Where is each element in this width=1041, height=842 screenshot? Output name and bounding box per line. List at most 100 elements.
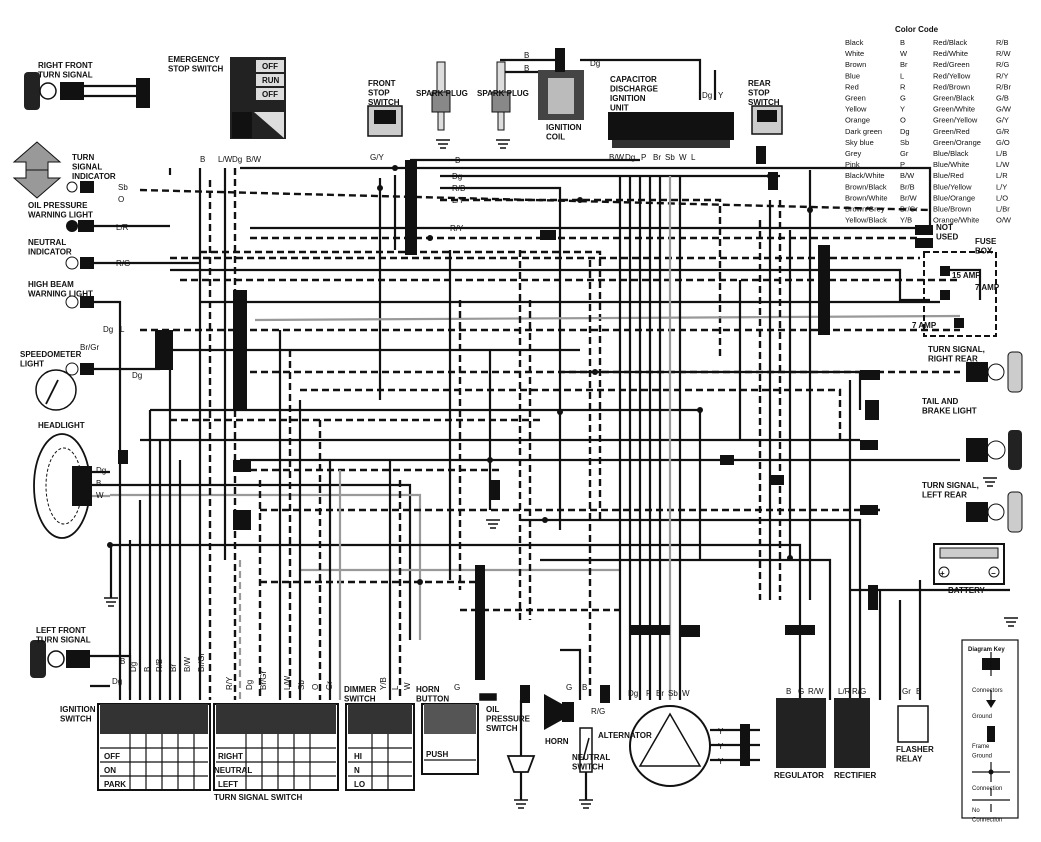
color-code-abbrev: Br/W — [900, 193, 918, 202]
cdi-pin-label: Dg — [625, 153, 635, 162]
color-code-name: Blue/Brown — [933, 205, 971, 214]
neutral-wire-label-rg: R/G — [591, 707, 605, 716]
color-code-abbrev: L/B — [996, 149, 1007, 158]
color-code-abbrev: G/R — [996, 127, 1010, 136]
battery-label: BATTERY — [948, 586, 986, 595]
color-code-abbrev: O/W — [996, 216, 1012, 225]
ground-symbols — [104, 139, 1018, 701]
color-code-abbrev: Br/Gr — [900, 205, 918, 214]
lf-label-b: B — [120, 657, 125, 666]
wire-label-sb: Sb — [118, 183, 128, 192]
alternator-pin-label: Dg — [628, 689, 638, 698]
turn-signal-left-rear-label: TURN SIGNAL,LEFT REAR — [922, 481, 979, 500]
ignition-pin-label: R/B — [155, 659, 164, 672]
ignition-pos-on: ON — [104, 766, 116, 775]
cdi-pin-label: Br — [653, 153, 661, 162]
estop-label-bw: B/W — [246, 155, 262, 164]
color-code-name: Yellow — [845, 105, 867, 114]
wire-label-rg: R/G — [116, 259, 130, 268]
turn-switch-pin-label: Sb — [297, 680, 306, 690]
wire-label-brgr: Br/Gr — [80, 343, 99, 352]
flasher-pin-label: Gr — [902, 687, 911, 696]
color-code-name: Pink — [845, 160, 860, 169]
color-code-name: Brown/White — [845, 193, 888, 202]
color-code-name: Green — [845, 94, 866, 103]
estop-label-dg: Dg — [232, 155, 242, 164]
turn-pos-neutral: NEUTRAL — [214, 766, 252, 775]
color-code-name: Blue/Orange — [933, 193, 975, 202]
wire-label-dg3: Dg — [452, 172, 462, 181]
ignition-pin-label: Br/Gr — [197, 653, 206, 672]
right-front-turn-signal-icon — [24, 72, 136, 110]
diagram-key-label: Ground — [972, 714, 992, 720]
wire-labels: Sb O L/R R/G Dg L Br/Gr Dg Dg B W G/Y B … — [80, 51, 724, 716]
color-code-abbrev: O — [900, 116, 906, 125]
turn-switch-pin-label: O — [311, 684, 320, 690]
wire-label-gy: G/Y — [370, 153, 384, 162]
color-code-abbrev: Br/B — [900, 182, 915, 191]
ignition-pos-park: PARK — [104, 780, 126, 789]
cdi-pin-label: Sb — [665, 153, 675, 162]
color-code-name: Blue — [845, 71, 860, 80]
fuse-15-amp-label: 15 AMP — [952, 271, 981, 280]
color-code-abbrev: L/Br — [996, 205, 1010, 214]
color-code-name: Dark green — [845, 127, 882, 136]
diagram-key: Diagram Key — [961, 639, 1019, 819]
alternator-y-label: Y — [718, 757, 724, 766]
dimmer-pos-hi: HI — [354, 752, 362, 761]
wire-label-b1: B — [455, 156, 460, 165]
turn-signal-switch-label: TURN SIGNAL SWITCH — [214, 793, 303, 802]
alternator-icon — [629, 705, 760, 787]
wire-label-rb: R/B — [452, 184, 465, 193]
cdi-pin-label: W — [679, 153, 687, 162]
indicator-bulbs — [65, 220, 200, 376]
wire-label-dg: Dg — [103, 325, 113, 334]
cdi-label-y: Y — [718, 91, 724, 100]
coil-label-b1: B — [524, 51, 529, 60]
wire-label-w-head: W — [96, 491, 104, 500]
color-code-abbrev: Y — [900, 105, 905, 114]
color-code-name: Red/Green — [933, 60, 970, 69]
alternator-pin-label: P — [646, 689, 651, 698]
color-code-name: Orange/White — [933, 216, 979, 225]
spark-plug-icon — [431, 61, 511, 131]
headlight-icon — [33, 433, 110, 539]
neutral-switch-icon — [579, 727, 593, 809]
dimmer-pin-label: W — [403, 682, 412, 690]
diagram-key-label: Connection — [972, 786, 1002, 792]
color-code-abbrev: P — [900, 160, 905, 169]
color-code-abbrev: Sb — [900, 138, 909, 147]
color-code-name: Brown/Black — [845, 182, 887, 191]
regulator-label: REGULATOR — [774, 771, 824, 780]
estop-off-2: OFF — [262, 90, 278, 99]
alternator-pin-label: W — [682, 689, 690, 698]
turn-pos-left: LEFT — [218, 780, 238, 789]
dimmer-switch — [345, 703, 415, 791]
flasher-pin-label: B — [916, 687, 921, 696]
turn-switch-pin-label: Gr — [325, 681, 334, 690]
color-code-name: Red/White — [933, 49, 968, 58]
regulator-pin-label: B — [786, 687, 791, 696]
color-code-name: Red — [845, 82, 859, 91]
color-code-abbrev: L/R — [996, 171, 1008, 180]
color-code-name: Grey — [845, 149, 862, 158]
color-code-abbrev: R — [900, 82, 906, 91]
color-code-abbrev: G/W — [996, 105, 1012, 114]
color-code-name: Red/Yellow — [933, 71, 971, 80]
wire-label-lr: L/R — [116, 223, 129, 232]
cdi-pin-label: L — [691, 153, 696, 162]
horn-pin-label: B — [582, 683, 587, 692]
color-code-abbrev: L — [900, 71, 904, 80]
flasher-relay-icon — [897, 705, 929, 743]
